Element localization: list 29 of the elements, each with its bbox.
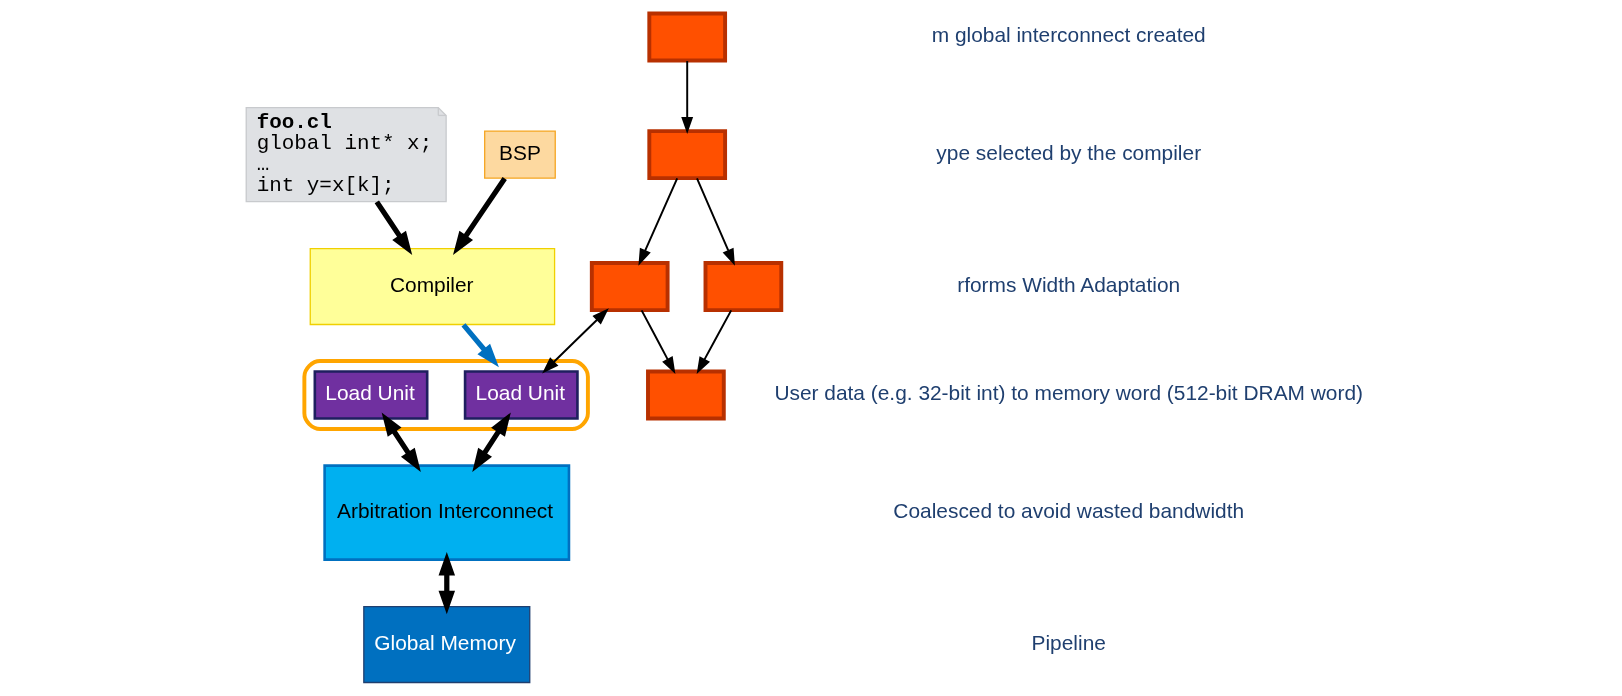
node-box — [647, 11, 728, 63]
arrow — [696, 177, 735, 266]
node-box: BSP — [484, 130, 556, 179]
arrow — [472, 412, 511, 472]
label: User data (e.g. 32-bit int) to memory word (512-bit DRAM word) — [774, 381, 1364, 404]
arrow — [461, 323, 499, 368]
arrow — [638, 177, 679, 266]
node-box — [646, 369, 726, 421]
arrow — [640, 309, 676, 374]
arrow — [681, 60, 694, 134]
label: Pipeline — [1031, 630, 1106, 654]
label: rforms Width Adaptation — [957, 272, 1181, 296]
arrow — [453, 177, 507, 255]
label: ype selected by the compiler — [936, 140, 1202, 164]
arrow — [542, 308, 609, 374]
node-box: Arbitration Interconnect — [323, 464, 571, 561]
node-box — [647, 129, 728, 181]
arrow — [438, 552, 456, 615]
arrow — [696, 309, 733, 374]
label: Coalesced to avoid wasted bandwidth — [893, 498, 1245, 522]
label: m global interconnect created — [931, 23, 1206, 46]
node-box — [703, 261, 784, 313]
node-box: Global Memory — [363, 606, 531, 684]
node-box: Compiler — [309, 248, 556, 326]
node-box — [589, 261, 670, 313]
node-box: Load Unit — [313, 370, 429, 420]
node-box: Load Unit — [463, 370, 579, 420]
arrow — [374, 200, 413, 255]
arrow — [381, 412, 421, 472]
